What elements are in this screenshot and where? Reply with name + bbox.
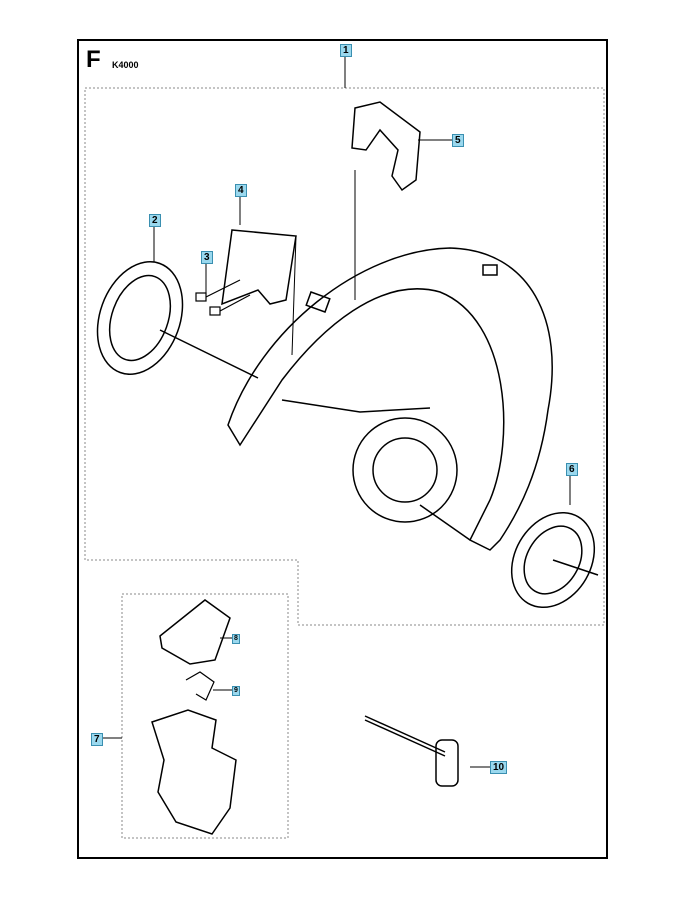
part-10-wrench [364, 715, 459, 787]
callout-9: 9 [232, 686, 240, 696]
callout-5: 5 [452, 134, 464, 147]
callout-7: 7 [91, 733, 103, 746]
part-8-cap [159, 599, 231, 665]
part-7-handle-assembly [151, 709, 237, 835]
part-3-bolts [195, 279, 251, 316]
callout-3: 3 [201, 251, 213, 264]
group-7-outline [121, 593, 289, 839]
part-2-flange [96, 261, 259, 379]
blade-guard [227, 247, 553, 551]
model-label: K4000 [112, 60, 139, 70]
section-letter: F [86, 46, 101, 73]
callout-8: 8 [232, 634, 240, 644]
part-9-spring [185, 671, 215, 701]
callout-4: 4 [235, 184, 247, 197]
group-1-outline [84, 87, 605, 626]
callout-6: 6 [566, 463, 578, 476]
callout-2: 2 [149, 214, 161, 227]
callout-10: 10 [490, 761, 508, 774]
diagram-frame [77, 39, 608, 859]
callout-1: 1 [340, 44, 352, 57]
part-5-handle [351, 101, 421, 192]
part-6-ring [510, 511, 599, 609]
part-4-plate [221, 229, 297, 306]
